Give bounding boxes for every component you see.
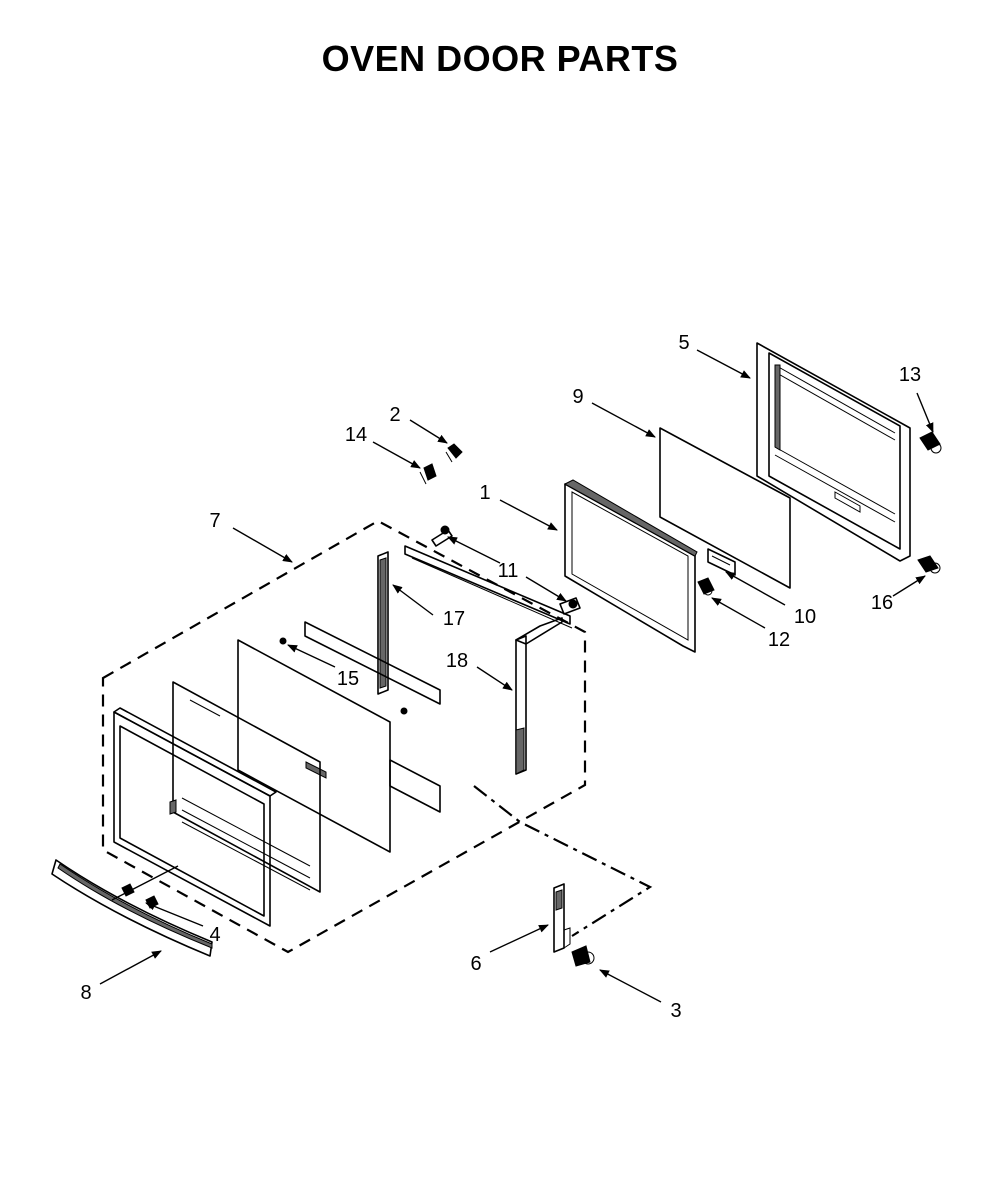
callout-2: 2 [389, 404, 400, 426]
outer-door-panel [113, 707, 277, 927]
callout-4: 4 [209, 924, 220, 946]
door-spring-clip [419, 463, 437, 485]
callout-16: 16 [871, 592, 893, 614]
callout-15: 15 [337, 668, 359, 690]
door-hinge [553, 883, 571, 953]
callout-13: 13 [899, 364, 921, 386]
inner-door-frame [756, 342, 911, 562]
callout-10: 10 [794, 606, 816, 628]
left-door-support [377, 551, 389, 695]
callout-6: 6 [470, 953, 481, 975]
insulation-strips [304, 621, 441, 813]
callout-8: 8 [80, 982, 91, 1004]
callout-11: 11 [498, 560, 519, 582]
leader-lines [99, 349, 934, 1003]
callout-14: 14 [345, 424, 367, 446]
glass-bracket [707, 548, 736, 576]
diagram-title: OVEN DOOR PARTS [322, 38, 679, 79]
callout-numbers: 5 13 9 2 14 1 7 11 10 12 16 17 18 15 4 8… [80, 332, 921, 1022]
door-heat-shield [169, 681, 321, 893]
glass-pack-frame [563, 479, 698, 653]
callout-18: 18 [446, 650, 468, 672]
frame-screw-top [919, 431, 942, 454]
top-door-channel [404, 525, 581, 629]
frame-screw-bottom [917, 555, 941, 574]
door-assembly-outline [101, 519, 587, 954]
callout-12: 12 [768, 629, 790, 651]
right-door-support [515, 617, 563, 775]
middle-door-glass [237, 639, 391, 853]
hinge-screw [571, 945, 595, 967]
callout-9: 9 [572, 386, 583, 408]
door-handle [51, 859, 213, 957]
door-clip [445, 443, 463, 463]
callout-17: 17 [443, 608, 465, 630]
callout-7: 7 [209, 510, 220, 532]
hinge-connector-line [473, 785, 653, 937]
support-bolt [279, 637, 408, 715]
callout-3: 3 [670, 1000, 681, 1022]
bracket-screw [697, 577, 715, 596]
callout-5: 5 [678, 332, 689, 354]
door-glass-inner [659, 427, 791, 589]
callout-1: 1 [479, 482, 490, 504]
